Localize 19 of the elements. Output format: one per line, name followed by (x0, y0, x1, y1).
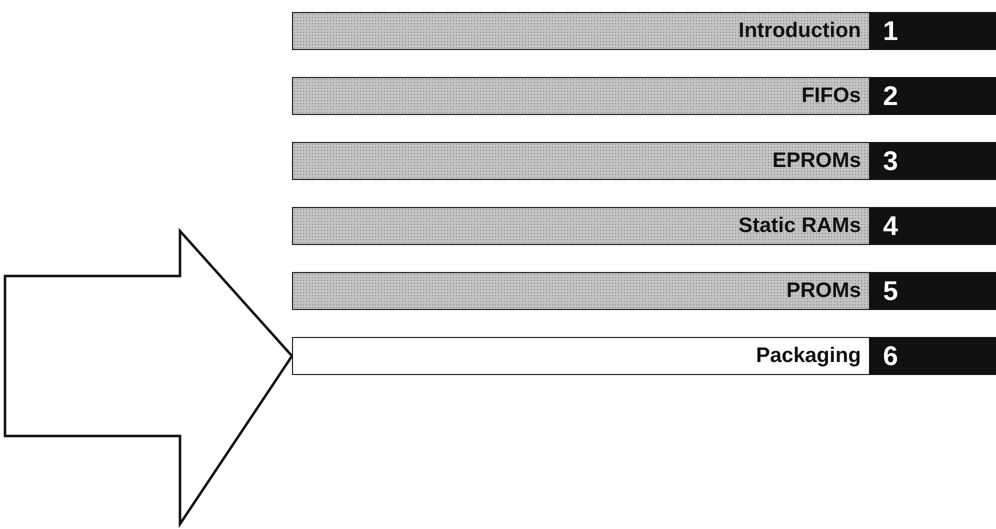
section-tab (292, 337, 996, 375)
section-tab (292, 207, 996, 245)
section-tab (292, 272, 996, 310)
section-title: FIFOs (800, 84, 862, 108)
section-title: PROMs (785, 279, 862, 303)
section-tab (292, 77, 996, 115)
section-title: EPROMs (771, 149, 862, 173)
section-number: 4 (869, 208, 995, 244)
section-title: Introduction (738, 19, 862, 43)
section-number: 3 (869, 143, 995, 179)
section-tab (292, 12, 996, 50)
block-arrow (4, 228, 294, 528)
section-title: Packaging (754, 344, 862, 368)
section-title: Static RAMs (737, 214, 862, 238)
section-tab (292, 142, 996, 180)
section-number: 1 (869, 13, 995, 49)
section-number: 5 (869, 273, 995, 309)
section-number: 6 (869, 338, 995, 374)
section-number: 2 (869, 78, 995, 114)
